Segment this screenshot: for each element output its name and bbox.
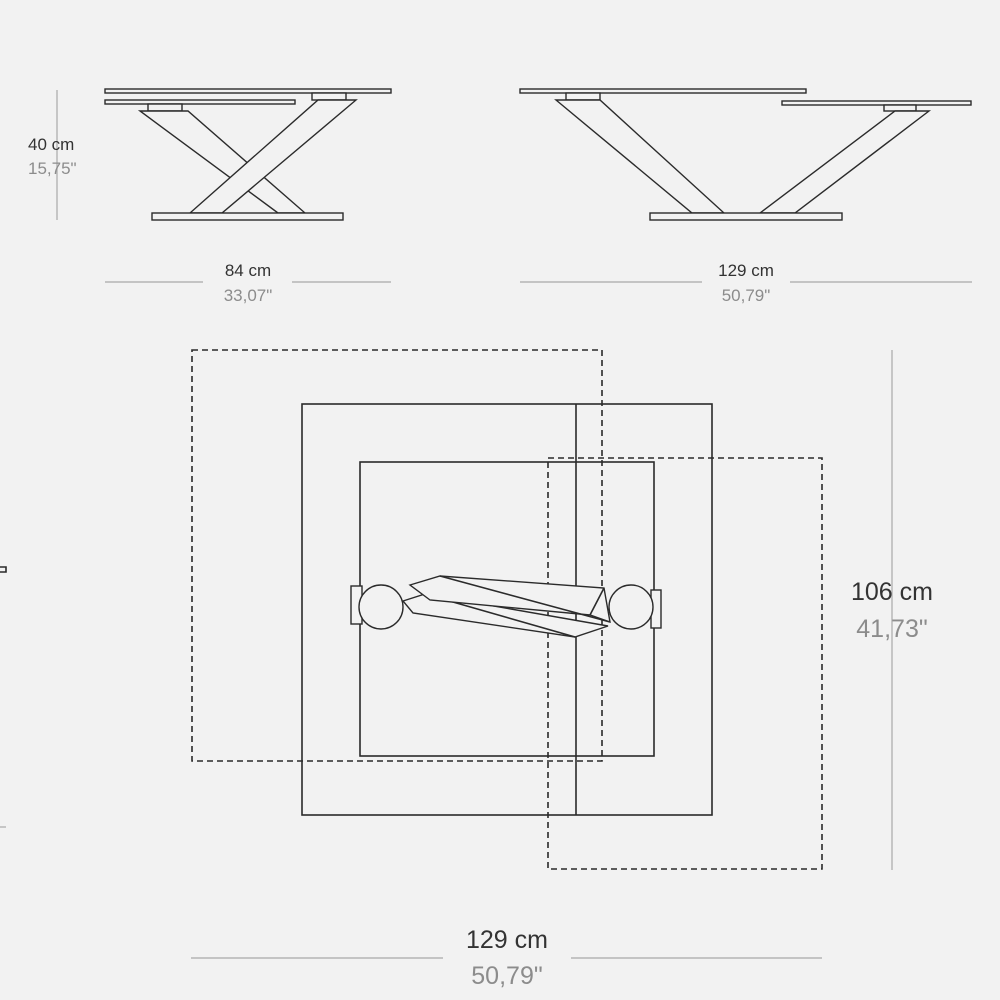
elevation-closed xyxy=(104,88,392,221)
plan-depth-inch-label: 41,73" xyxy=(856,615,928,643)
elevation-extended xyxy=(519,88,972,221)
base-plate xyxy=(649,212,843,221)
plan-view xyxy=(191,349,823,870)
bracket-right xyxy=(311,92,347,101)
width-closed-cm-label: 84 cm xyxy=(224,261,272,280)
plan-depth-cm-label: 106 cm xyxy=(851,578,933,606)
width-closed-inch-label: 33,07" xyxy=(223,286,273,305)
base-plate xyxy=(151,212,344,221)
plan-width-cm-label: 129 cm xyxy=(466,926,548,954)
extension-dashed-upper-left xyxy=(191,349,603,762)
bracket-left xyxy=(565,92,601,101)
width-extended-inch-label: 50,79" xyxy=(721,286,771,305)
pivot-hub-left xyxy=(358,584,404,630)
extension-dashed-lower-right xyxy=(547,457,823,870)
edge-fragment-tick xyxy=(0,566,7,573)
leg-right xyxy=(757,110,932,214)
leg-left xyxy=(554,99,726,214)
bracket-left xyxy=(147,103,183,112)
top-plate-upper xyxy=(104,88,392,94)
leg-beam-lower xyxy=(401,593,609,638)
plan-width-inch-label: 50,79" xyxy=(471,962,543,990)
bracket-right xyxy=(883,104,917,112)
leg-beam-upper-ridge xyxy=(439,575,611,623)
leg-beam-upper-edge xyxy=(589,587,605,616)
top-plate-right xyxy=(781,100,972,106)
width-extended-cm-label: 129 cm xyxy=(718,261,774,280)
top-plate-left xyxy=(519,88,807,94)
height-inch-label: 15,75" xyxy=(28,159,77,178)
pivot-hub-right xyxy=(608,584,654,630)
top-outline-outer xyxy=(301,403,713,816)
height-cm-label: 40 cm xyxy=(28,135,75,154)
top-plate-lower xyxy=(104,99,296,105)
